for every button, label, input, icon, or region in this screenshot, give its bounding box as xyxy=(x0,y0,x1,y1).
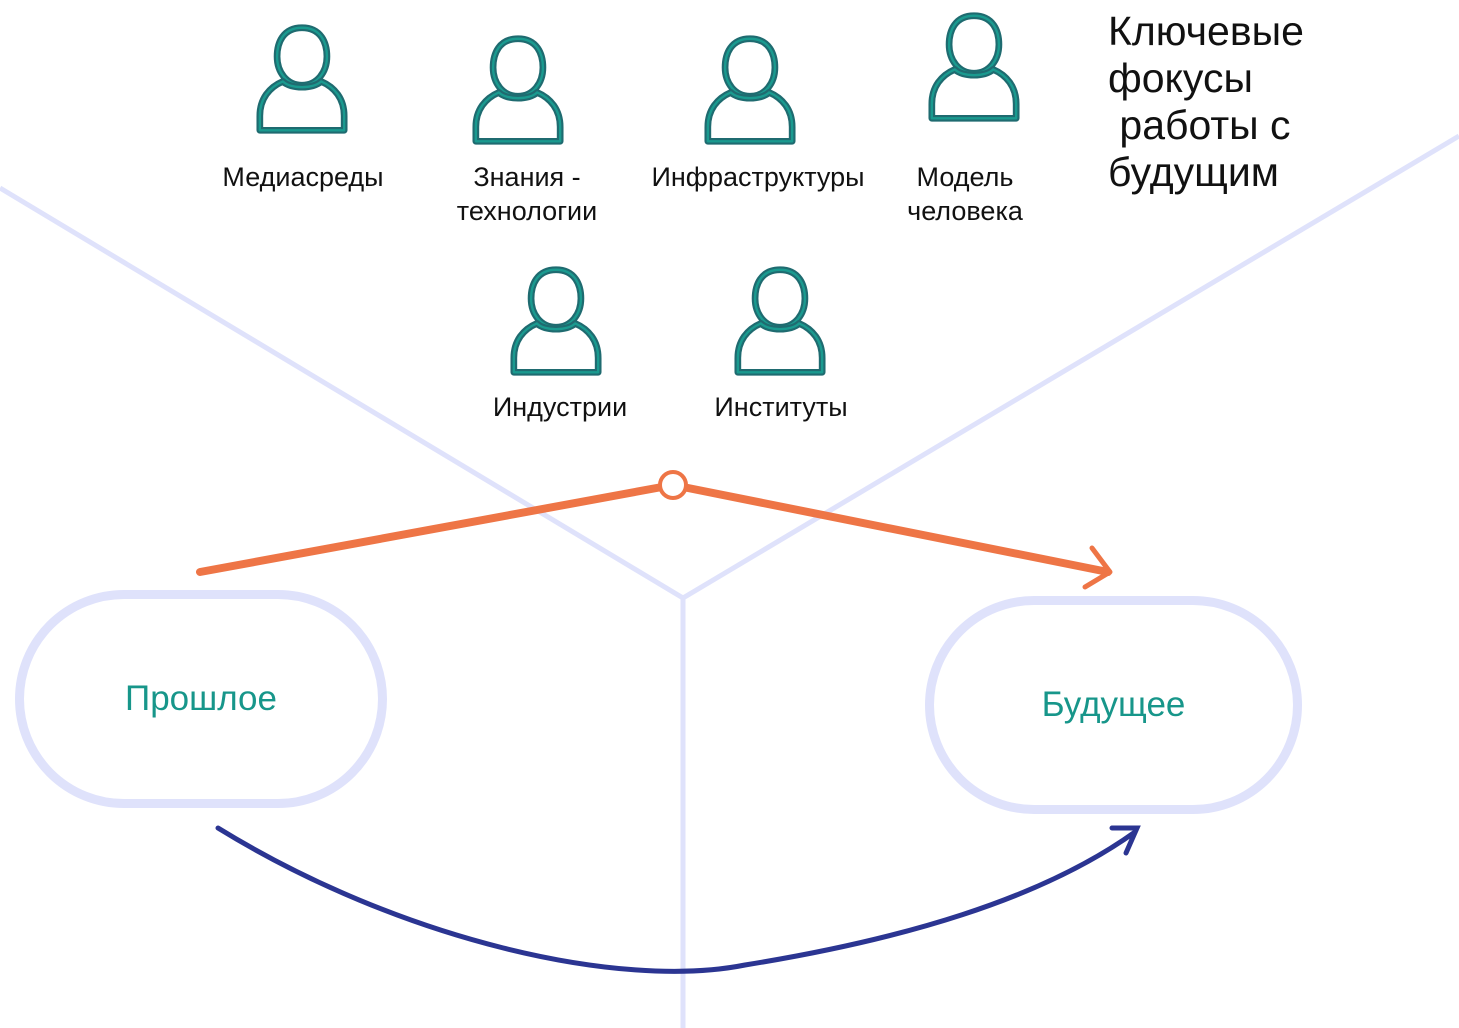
future-label: Будущее xyxy=(1041,685,1186,724)
person-icon xyxy=(932,16,1016,119)
past-label: Прошлое xyxy=(125,679,277,718)
navy-arc-arrow xyxy=(215,825,1141,974)
navy-arc xyxy=(215,825,1138,974)
person-icon xyxy=(476,39,560,142)
person-label-industrii: Индустрии xyxy=(492,392,628,422)
person-label-model: Модель человека xyxy=(907,162,1023,226)
navy-arrowhead xyxy=(1109,825,1141,856)
guide-lines xyxy=(0,133,1459,1028)
orange-arrowhead xyxy=(1082,545,1113,590)
person-label-infrastruktury: Инфраструктуры xyxy=(651,162,865,192)
person-icon xyxy=(260,28,344,131)
person-icon xyxy=(708,39,792,142)
future-node: Будущее xyxy=(925,596,1302,814)
guide-line-right xyxy=(681,133,1459,601)
orange-arrow xyxy=(196,470,1113,590)
person-icon xyxy=(738,270,822,373)
past-node: Прошлое xyxy=(15,590,387,808)
orange-arrow-fall xyxy=(669,481,1112,576)
guide-line-left xyxy=(0,185,685,601)
person-icon xyxy=(514,270,598,373)
person-label-znaniya: Знания - технологии xyxy=(456,162,598,226)
present-point-marker xyxy=(658,470,688,500)
person-label-instituty: Институты xyxy=(714,392,848,422)
orange-arrow-rise xyxy=(196,481,677,576)
person-label-mediasredy: Медиасреды xyxy=(222,162,384,192)
person-icons xyxy=(260,16,1016,373)
diagram-heading: Ключевые фокусы работы с будущим xyxy=(1108,8,1304,195)
